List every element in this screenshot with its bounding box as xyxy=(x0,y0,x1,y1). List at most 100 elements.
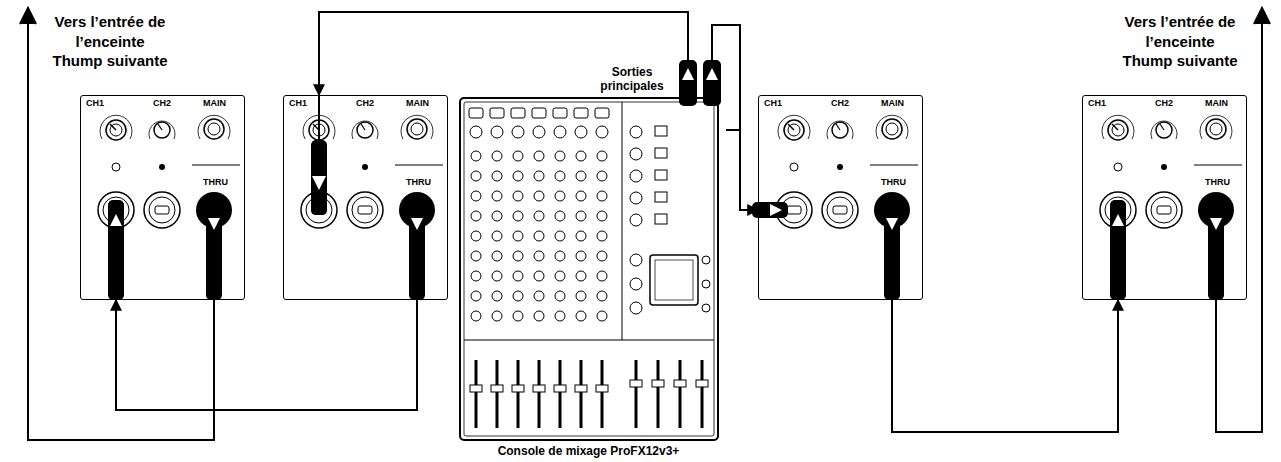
mixer-control xyxy=(513,291,523,301)
mixer-control xyxy=(492,211,502,221)
mixer-control xyxy=(538,360,541,428)
cable xyxy=(318,95,320,140)
mixer-control xyxy=(470,126,482,138)
mixer-control xyxy=(576,191,586,201)
channel-label: MAIN xyxy=(880,99,905,109)
speaker-panel: CH1CH2MAINTHRU xyxy=(80,95,245,300)
mixer-control xyxy=(655,126,667,136)
mixer-control xyxy=(630,380,642,387)
mixer-control xyxy=(657,360,660,428)
mixer-control xyxy=(702,256,710,264)
mixer-control xyxy=(511,108,525,118)
mixer-control xyxy=(555,251,565,261)
mixer-control xyxy=(532,108,546,118)
mixer-control xyxy=(674,380,686,387)
cable xyxy=(28,14,214,440)
mixer-control xyxy=(492,251,502,261)
channel-label: THRU xyxy=(405,178,432,188)
mixer-control xyxy=(555,231,565,241)
mixer-control xyxy=(553,108,567,118)
mixer-control xyxy=(597,171,607,181)
mixer-control xyxy=(491,126,503,138)
xlr-plug xyxy=(409,200,425,300)
mixer-control xyxy=(534,231,544,241)
mixer-control xyxy=(492,171,502,181)
mixer-control xyxy=(655,214,667,224)
mixer-control xyxy=(534,191,544,201)
mixer-control xyxy=(471,151,481,161)
mixer-control xyxy=(597,211,607,221)
mixer-control xyxy=(655,192,667,202)
output-label: Sorties principales xyxy=(586,66,678,94)
xlr-plug xyxy=(206,200,222,300)
mixer-control xyxy=(492,191,502,201)
cable-connector xyxy=(892,300,1118,432)
mixer-control xyxy=(512,385,524,392)
mixer-control xyxy=(533,385,545,392)
mixer-control xyxy=(512,126,524,138)
mixer-control xyxy=(492,291,502,301)
mixer-control xyxy=(555,171,565,181)
mixer-control xyxy=(513,151,523,161)
channel-label: CH1 xyxy=(763,99,783,109)
mixer-control xyxy=(679,360,682,428)
mixer-control xyxy=(630,254,642,266)
mixer-control xyxy=(701,360,704,428)
mixer-control xyxy=(630,278,642,290)
arrow-head xyxy=(20,8,36,24)
xlr-plug xyxy=(884,200,900,300)
speaker-panel: CH1CH2MAINTHRU xyxy=(283,95,448,300)
mixer-control xyxy=(596,385,608,392)
destination-note: Vers l’entrée de l’enceinte Thump suivan… xyxy=(50,12,170,71)
mixer-control xyxy=(575,126,587,138)
mixer-control xyxy=(534,291,544,301)
xlr-plug xyxy=(108,200,124,300)
channel-label: CH1 xyxy=(85,99,105,109)
mixer-control xyxy=(534,251,544,261)
mixer-inner xyxy=(464,102,714,436)
speaker-panel: CH1CH2MAINTHRU xyxy=(758,95,923,300)
xlr-plug xyxy=(1208,200,1224,300)
xlr-plug xyxy=(1110,200,1126,300)
channel-label: MAIN xyxy=(202,99,227,109)
mixer-control xyxy=(555,191,565,201)
mixer-control xyxy=(513,171,523,181)
mixer-control xyxy=(471,271,481,281)
arrow-head xyxy=(1254,8,1270,24)
mixer-control xyxy=(471,171,481,181)
console-caption: Console de mixage ProFX12v3+ xyxy=(455,445,722,458)
mixer-control xyxy=(534,311,544,321)
mixer-control xyxy=(492,231,502,241)
mixer-control xyxy=(696,380,708,387)
mixer-control xyxy=(534,271,544,281)
mixer-control xyxy=(492,151,502,161)
mixer-screen xyxy=(650,255,698,305)
mixer-control xyxy=(559,360,562,428)
mixer-control xyxy=(655,148,667,158)
mixer-control xyxy=(597,271,607,281)
mixer-control xyxy=(576,211,586,221)
mixer-control xyxy=(576,251,586,261)
cable-connector xyxy=(116,300,417,410)
mixer-control xyxy=(576,311,586,321)
channel-label: THRU xyxy=(880,178,907,188)
mixer-control xyxy=(554,126,566,138)
channel-label: CH1 xyxy=(288,99,308,109)
mixer-control xyxy=(534,151,544,161)
mixer-control xyxy=(490,108,504,118)
mixer-control xyxy=(554,385,566,392)
mixer-control xyxy=(630,148,642,160)
channel-label: MAIN xyxy=(1204,99,1229,109)
mixer-control xyxy=(702,304,710,312)
mixer-control xyxy=(597,291,607,301)
mixer-control xyxy=(470,385,482,392)
mixer-screen xyxy=(655,260,693,300)
mixer-control xyxy=(597,311,607,321)
channel-label: CH2 xyxy=(355,99,375,109)
cable-connector xyxy=(319,12,688,95)
mixer-control xyxy=(475,360,478,428)
cable xyxy=(1216,14,1262,432)
mixer-control xyxy=(635,360,638,428)
mixer-control xyxy=(597,151,607,161)
